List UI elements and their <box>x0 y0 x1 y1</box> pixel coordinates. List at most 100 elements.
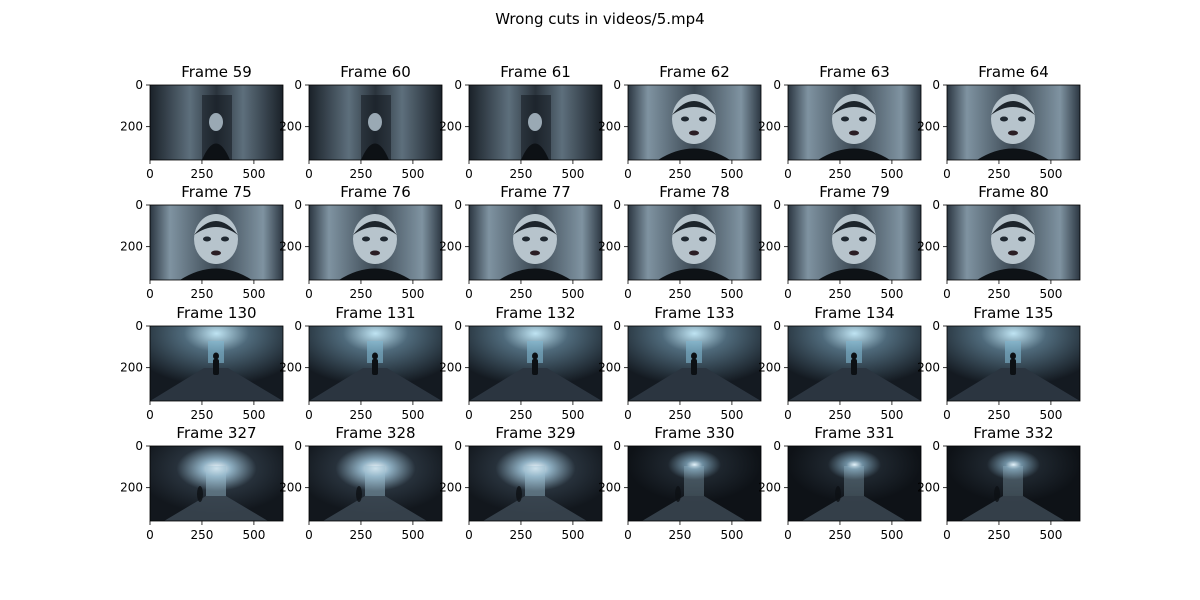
x-tick-label: 500 <box>401 167 424 181</box>
x-tick-label: 0 <box>146 287 154 301</box>
y-tick-label: 0 <box>294 198 302 212</box>
y-tick-label: 0 <box>613 439 621 453</box>
y-tick-label: 0 <box>773 198 781 212</box>
frame-title: Frame 78 <box>659 183 730 201</box>
y-tick-label: 0 <box>454 439 462 453</box>
x-tick-label: 0 <box>465 167 473 181</box>
y-tick-label: 0 <box>135 198 143 212</box>
y-tick-label: 200 <box>279 240 302 254</box>
x-tick-label: 0 <box>465 287 473 301</box>
y-tick-label: 0 <box>773 78 781 92</box>
axes-frame <box>468 325 603 402</box>
y-tick-label: 0 <box>773 439 781 453</box>
y-tick-label: 200 <box>598 120 621 134</box>
x-tick-label: 0 <box>305 167 313 181</box>
frame-title: Frame 133 <box>654 304 734 322</box>
x-tick-label: 250 <box>829 167 852 181</box>
x-tick-label: 0 <box>784 408 792 422</box>
y-tick-label: 0 <box>454 198 462 212</box>
frame-title: Frame 131 <box>335 304 415 322</box>
x-tick-label: 250 <box>191 167 214 181</box>
x-tick-label: 500 <box>1039 167 1062 181</box>
frame-title: Frame 331 <box>814 424 894 442</box>
x-tick-label: 0 <box>943 408 951 422</box>
x-tick-label: 250 <box>988 287 1011 301</box>
x-tick-label: 0 <box>624 528 632 542</box>
x-tick-label: 0 <box>305 408 313 422</box>
axes-frame <box>149 204 284 281</box>
x-tick-label: 500 <box>561 528 584 542</box>
y-tick-label: 0 <box>613 319 621 333</box>
axes-frame <box>468 204 603 281</box>
axes-frame <box>946 445 1081 522</box>
x-tick-label: 0 <box>943 167 951 181</box>
x-tick-label: 250 <box>669 287 692 301</box>
axes-frame <box>787 445 922 522</box>
x-tick-label: 250 <box>510 408 533 422</box>
x-tick-label: 0 <box>784 528 792 542</box>
y-tick-label: 0 <box>135 78 143 92</box>
x-tick-label: 0 <box>305 287 313 301</box>
x-tick-label: 500 <box>242 167 265 181</box>
x-tick-label: 500 <box>880 408 903 422</box>
frame-title: Frame 60 <box>340 63 411 81</box>
x-tick-label: 250 <box>350 528 373 542</box>
frame-title: Frame 329 <box>495 424 575 442</box>
y-tick-label: 200 <box>598 361 621 375</box>
y-tick-label: 200 <box>279 361 302 375</box>
x-tick-label: 250 <box>829 287 852 301</box>
axes-frame <box>149 325 284 402</box>
x-tick-label: 250 <box>669 167 692 181</box>
y-tick-label: 200 <box>758 120 781 134</box>
y-tick-label: 0 <box>454 319 462 333</box>
x-tick-label: 500 <box>720 408 743 422</box>
x-tick-label: 500 <box>720 528 743 542</box>
y-tick-label: 200 <box>279 120 302 134</box>
axes-frame <box>946 84 1081 161</box>
axes-frame <box>149 445 284 522</box>
axes-frame <box>308 445 443 522</box>
y-tick-label: 200 <box>598 240 621 254</box>
x-tick-label: 0 <box>146 167 154 181</box>
x-tick-label: 250 <box>350 167 373 181</box>
x-tick-label: 0 <box>784 287 792 301</box>
x-tick-label: 500 <box>561 408 584 422</box>
axes-frame <box>149 84 284 161</box>
y-tick-label: 200 <box>758 361 781 375</box>
x-tick-label: 0 <box>624 287 632 301</box>
x-tick-label: 500 <box>1039 528 1062 542</box>
frame-title: Frame 132 <box>495 304 575 322</box>
y-tick-label: 200 <box>439 120 462 134</box>
frame-title: Frame 62 <box>659 63 730 81</box>
x-tick-label: 500 <box>880 528 903 542</box>
x-tick-label: 0 <box>943 287 951 301</box>
x-tick-label: 500 <box>1039 408 1062 422</box>
y-tick-label: 200 <box>917 120 940 134</box>
y-tick-label: 200 <box>917 361 940 375</box>
x-tick-label: 500 <box>720 167 743 181</box>
x-tick-label: 0 <box>465 408 473 422</box>
y-tick-label: 200 <box>120 361 143 375</box>
axes-frame <box>468 84 603 161</box>
x-tick-label: 500 <box>880 287 903 301</box>
x-tick-label: 500 <box>1039 287 1062 301</box>
x-tick-label: 250 <box>988 528 1011 542</box>
